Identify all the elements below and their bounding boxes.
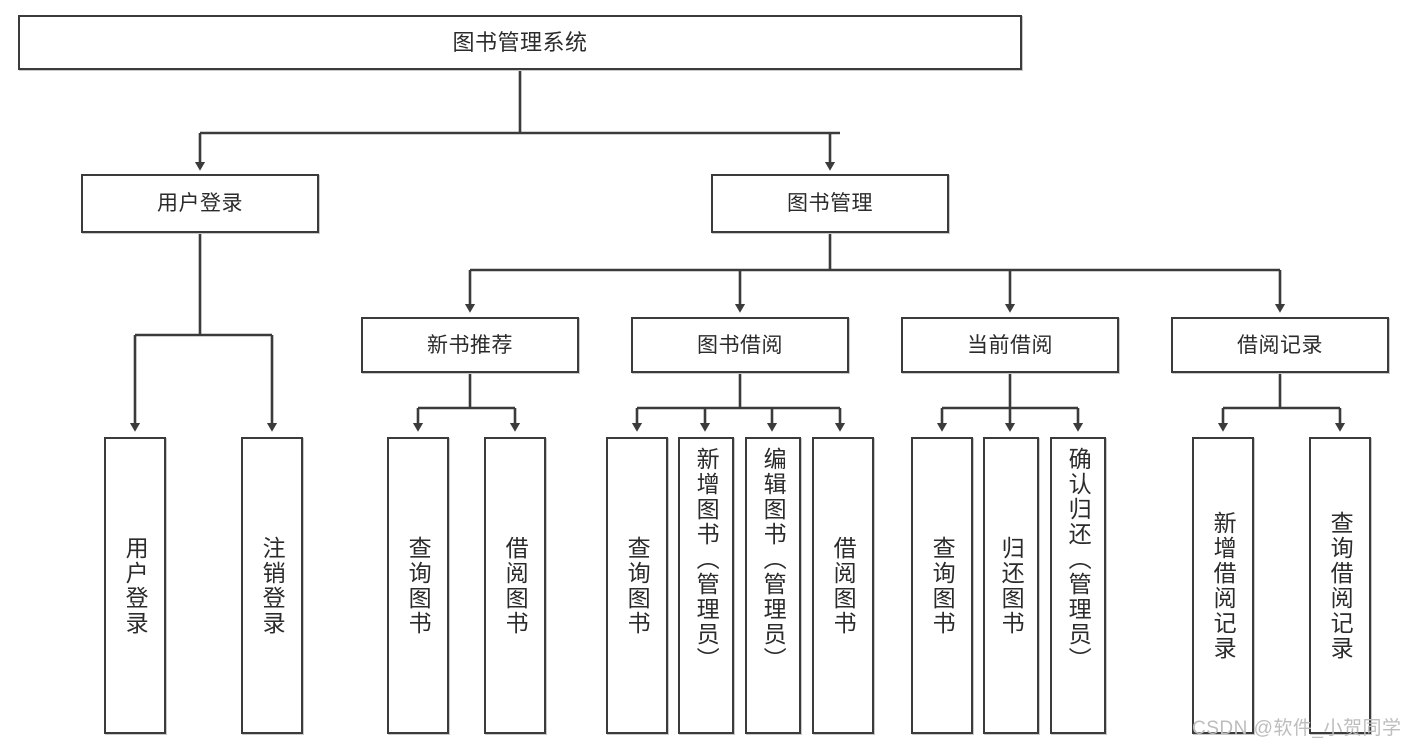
- leaf-query-borrow-record[interactable]: 查询借阅记录: [1309, 437, 1371, 734]
- node-label: 图书管理: [787, 192, 873, 215]
- node-root-system[interactable]: 图书管理系统: [18, 15, 1022, 70]
- node-label: 借阅记录: [1237, 333, 1323, 357]
- node-label: 图书管理系统: [452, 29, 588, 55]
- node-label: 用户登录: [122, 535, 149, 636]
- leaf-query-book-borrow[interactable]: 查询图书: [606, 437, 668, 734]
- node-label: 查询图书: [929, 535, 956, 636]
- node-book-management[interactable]: 图书管理: [711, 174, 949, 233]
- node-label: 确认归还（管理员）: [1065, 447, 1092, 672]
- node-label: 归还图书: [998, 535, 1025, 636]
- node-current-borrow[interactable]: 当前借阅: [901, 317, 1119, 373]
- node-label: 查询借阅记录: [1327, 510, 1354, 661]
- node-label: 借阅图书: [830, 535, 857, 636]
- leaf-user-login[interactable]: 用户登录: [104, 437, 166, 734]
- node-label: 新书推荐: [427, 333, 513, 357]
- leaf-add-book-admin[interactable]: 新增图书（管理员）: [678, 437, 734, 734]
- leaf-edit-book-admin[interactable]: 编辑图书（管理员）: [745, 437, 801, 734]
- node-label: 图书借阅: [697, 333, 783, 357]
- leaf-confirm-return-admin[interactable]: 确认归还（管理员）: [1050, 437, 1106, 734]
- node-label: 注销登录: [259, 535, 286, 636]
- node-borrow-record[interactable]: 借阅记录: [1171, 317, 1389, 373]
- node-label: 新增借阅记录: [1210, 510, 1237, 661]
- node-label: 用户登录: [157, 192, 243, 215]
- node-label: 当前借阅: [967, 333, 1053, 357]
- csdn-watermark: CSDN @软件_小贺同学: [1192, 718, 1402, 739]
- leaf-query-book-current[interactable]: 查询图书: [911, 437, 973, 734]
- node-book-borrow[interactable]: 图书借阅: [631, 317, 849, 373]
- node-user-login[interactable]: 用户登录: [81, 174, 319, 233]
- leaf-add-borrow-record[interactable]: 新增借阅记录: [1192, 437, 1254, 734]
- node-label: 借阅图书: [502, 535, 529, 636]
- leaf-return-book[interactable]: 归还图书: [983, 437, 1039, 734]
- leaf-logout[interactable]: 注销登录: [241, 437, 303, 734]
- node-label: 查询图书: [405, 535, 432, 636]
- node-new-book-recommend[interactable]: 新书推荐: [361, 317, 579, 373]
- leaf-query-book-recommend[interactable]: 查询图书: [387, 437, 449, 734]
- node-label: 编辑图书（管理员）: [760, 447, 787, 672]
- leaf-borrow-book[interactable]: 借阅图书: [812, 437, 874, 734]
- node-label: 查询图书: [624, 535, 651, 636]
- node-label: 新增图书（管理员）: [693, 447, 720, 672]
- leaf-borrow-book-recommend[interactable]: 借阅图书: [484, 437, 546, 734]
